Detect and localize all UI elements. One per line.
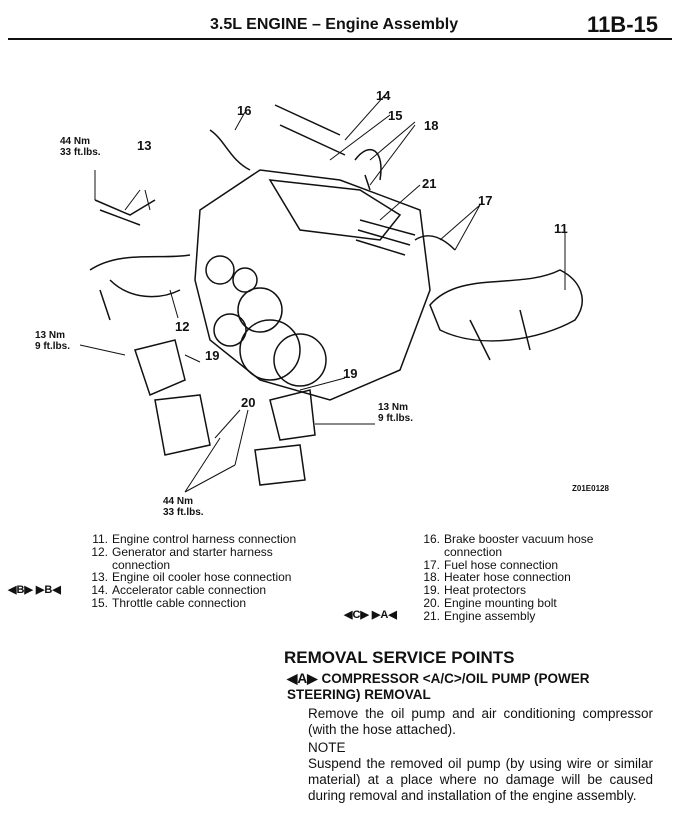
item-num: 13. (91, 570, 108, 585)
service-mark-a: ◀A▶ (287, 671, 318, 686)
item-text: Engine mounting bolt (444, 595, 557, 610)
note-text: Suspend the removed oil pump (by using w… (308, 756, 653, 803)
callout-15: 15 (388, 108, 403, 123)
callout-18: 18 (424, 118, 439, 133)
legend-item: 13. Engine oil cooler hose connection (86, 571, 352, 584)
item-num: 21. (423, 608, 440, 623)
item-text: Accelerator cable connection (112, 583, 267, 598)
torque-ftlbs: 33 ft.lbs. (60, 147, 101, 158)
callout-17: 17 (478, 193, 493, 208)
callout-12: 12 (175, 319, 190, 334)
item-text: Brake booster vacuum hose connection (444, 532, 594, 559)
callout-16: 16 (237, 103, 252, 118)
page-header: 3.5L ENGINE – Engine Assembly 11B-15 (0, 0, 680, 40)
legend-item: 11. Engine control harness connection (86, 533, 352, 546)
item-text: Engine control harness connection (112, 532, 297, 546)
harness-12 (89, 254, 191, 321)
item-num: 20. (423, 595, 440, 610)
section-title: REMOVAL SERVICE POINTS (284, 648, 515, 667)
item-num: 16. (423, 532, 440, 546)
callout-13: 13 (137, 138, 152, 153)
torque-nm: 13 Nm (35, 330, 66, 341)
callout-20: 20 (241, 395, 256, 410)
item-text: Heater hose connection (444, 570, 571, 585)
subsection-title: ◀A▶COMPRESSOR <A/C>/OIL PUMP (POWER STEE… (287, 671, 627, 703)
service-marks-13: ◀B▶ ▶B◀ (8, 584, 61, 596)
header-rule (8, 38, 672, 40)
legend-item: 20. Engine mounting bolt (418, 597, 652, 610)
service-marks-21: ◀C▶ ▶A◀ (344, 609, 397, 621)
subsection-text: COMPRESSOR <A/C>/OIL PUMP (POWER STEERIN… (287, 671, 590, 702)
item-num: 17. (423, 557, 440, 572)
page-number: 11B-15 (587, 12, 658, 37)
legend-item: 18. Heater hose connection (418, 571, 652, 584)
note-label: NOTE (308, 740, 346, 755)
item-text: Fuel hose connection (444, 557, 559, 572)
item-text: Throttle cable connection (112, 595, 247, 610)
callout-14: 14 (376, 88, 391, 103)
torque-nm: 44 Nm (163, 496, 194, 507)
item-num: 11. (92, 532, 108, 546)
legend-left: 11. Engine control harness connection 12.… (86, 533, 352, 610)
mount-left (154, 394, 211, 456)
item-num: 12. (91, 544, 108, 559)
header-title: 3.5L ENGINE – Engine Assembly (210, 16, 459, 33)
item-text: Engine assembly (444, 608, 536, 623)
engine-illustration (79, 94, 583, 493)
legend-item: 17. Fuel hose connection (418, 557, 652, 572)
torque-ftlbs: 9 ft.lbs. (378, 413, 414, 424)
mount-right (254, 444, 306, 486)
legend-item: 16. Brake booster vacuum hose connection (418, 533, 652, 559)
item-num: 14. (91, 583, 108, 598)
leader-lines (79, 94, 566, 493)
legend-right: 16.Brake booster vacuum hose connection … (418, 533, 652, 623)
callout-19b: 19 (343, 366, 358, 381)
harness-11 (429, 269, 583, 361)
protector-19a (134, 339, 186, 397)
hoses-18 (354, 148, 382, 191)
engine-block (194, 169, 431, 401)
legend-item: 12. Generator and starter harness connect… (86, 544, 352, 572)
torque-ftlbs: 9 ft.lbs. (35, 341, 71, 352)
item-text: Heat protectors (444, 583, 527, 598)
fuel-hose-17 (414, 235, 456, 251)
item-num: 15. (91, 595, 108, 610)
hoses-13 (94, 199, 156, 226)
item-num: 18. (423, 570, 440, 585)
item-text: Engine oil cooler hose connection (112, 570, 292, 585)
hose-16 (209, 129, 251, 171)
callout-11: 11 (554, 221, 568, 236)
torque-nm: 13 Nm (378, 402, 409, 413)
cables-14-15 (274, 104, 346, 156)
callout-19a: 19 (205, 348, 220, 363)
protector-19b (269, 389, 316, 441)
figure-code: Z01E0128 (572, 484, 609, 493)
callout-21: 21 (422, 176, 437, 191)
instruction-paragraph: Remove the oil pump and air conditioning… (308, 706, 653, 737)
item-text: Generator and starter harness connection (112, 544, 273, 572)
legend-item: 21. Engine assembly (418, 608, 652, 623)
legend-item: 19. Heat protectors (418, 584, 652, 597)
torque-ftlbs: 33 ft.lbs. (163, 507, 204, 518)
legend-item: 15. Throttle cable connection (86, 597, 352, 610)
legend-item: 14. Accelerator cable connection (86, 584, 352, 597)
torque-nm: 44 Nm (60, 136, 91, 147)
item-num: 19. (423, 583, 440, 598)
